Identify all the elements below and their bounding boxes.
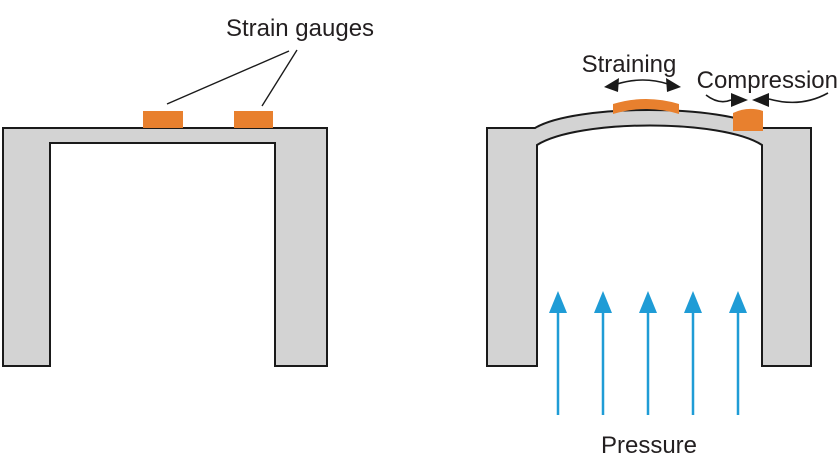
compression-arrowhead-right — [752, 93, 769, 107]
compression-arrows-icon — [705, 92, 829, 107]
straining-gauge — [613, 99, 679, 114]
pressure-arrows — [549, 291, 747, 415]
strain-gauge-right — [234, 111, 273, 128]
compression-label: Compression — [697, 67, 838, 94]
straining-arrow-curve — [616, 79, 669, 85]
compression-arrow-curve-right — [768, 92, 829, 104]
pressure-arrow-icon — [549, 291, 567, 415]
left-figure: Strain gauges — [2, 15, 374, 367]
straining-arrowhead-right — [666, 78, 681, 92]
compression-arrowhead-left — [731, 93, 748, 107]
leader-line-right-gauge — [261, 49, 298, 107]
straining-arrowhead-left — [604, 78, 619, 92]
pressure-label: Pressure — [601, 432, 697, 459]
support-frame — [2, 127, 328, 367]
strain-gauge-left — [143, 111, 183, 128]
pressure-arrowhead — [729, 291, 747, 313]
compression-arrow-curve-left — [705, 94, 732, 103]
pressure-arrow-icon — [639, 291, 657, 415]
straining-label: Straining — [582, 51, 677, 78]
pressure-arrowhead — [549, 291, 567, 313]
straining-arrow-icon — [604, 78, 681, 92]
pressure-arrow-icon — [684, 291, 702, 415]
pressure-arrow-icon — [594, 291, 612, 415]
pressure-arrowhead — [639, 291, 657, 313]
compression-gauge — [733, 108, 763, 131]
strain-gauges-label: Strain gauges — [226, 15, 374, 42]
pressure-arrowhead — [684, 291, 702, 313]
leader-line-left-gauge — [166, 50, 290, 105]
pressure-arrow-icon — [729, 291, 747, 415]
diaphragm-frame — [486, 109, 812, 367]
pressure-arrowhead — [594, 291, 612, 313]
right-figure: Straining Compression — [486, 51, 838, 459]
